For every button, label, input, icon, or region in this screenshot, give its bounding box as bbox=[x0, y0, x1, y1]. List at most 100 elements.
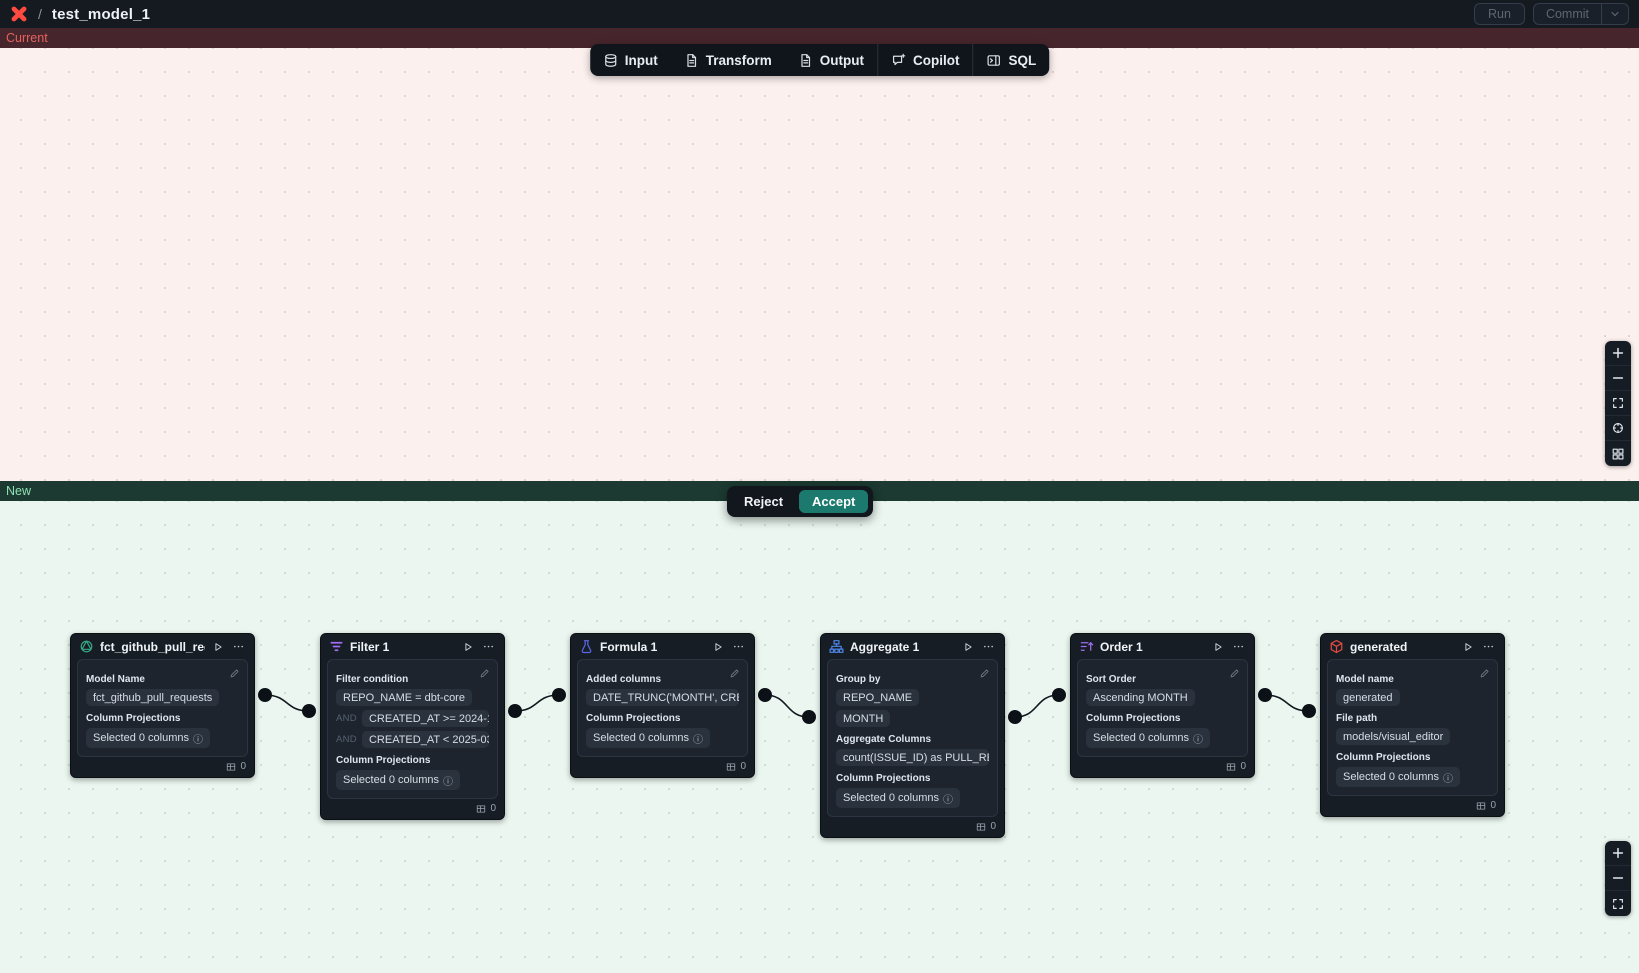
edit-pencil-icon[interactable] bbox=[1229, 666, 1240, 684]
edge bbox=[764, 694, 810, 718]
accept-button[interactable]: Accept bbox=[799, 490, 869, 513]
value-row: Ascending MONTH bbox=[1086, 689, 1239, 706]
grid-button[interactable] bbox=[1605, 441, 1631, 466]
fit-button[interactable] bbox=[1605, 891, 1631, 916]
app-header: / test_model_1 Run Commit bbox=[0, 0, 1639, 28]
node-menu-button[interactable] bbox=[981, 640, 996, 653]
toolbar-item-transform[interactable]: Transform bbox=[671, 44, 785, 76]
value-chip: count(ISSUE_ID) as PULL_REQUEST_... bbox=[836, 749, 989, 766]
section-label: Group by bbox=[836, 674, 881, 685]
commit-button[interactable]: Commit bbox=[1534, 4, 1601, 24]
toolbar: Input Transform Output Copilot SQL bbox=[589, 44, 1050, 76]
value-chip: DATE_TRUNC('MONTH', CREATED_AT... bbox=[586, 689, 739, 706]
edit-pencil-icon[interactable] bbox=[979, 666, 990, 684]
node-run-button[interactable] bbox=[961, 641, 975, 653]
table-icon bbox=[726, 762, 736, 772]
plus-icon bbox=[1611, 346, 1625, 360]
database-icon bbox=[603, 53, 618, 68]
edge bbox=[264, 694, 310, 712]
info-icon[interactable]: ⓘ bbox=[1193, 734, 1203, 746]
node-menu-button[interactable] bbox=[731, 640, 746, 653]
input-port[interactable] bbox=[1302, 704, 1316, 718]
node-card-fct-github-pull-requests[interactable]: fct_github_pull_requests Model Namefct_g… bbox=[70, 633, 255, 778]
play-icon bbox=[962, 641, 974, 653]
current-zoom-controls bbox=[1605, 341, 1631, 466]
output-port[interactable] bbox=[508, 704, 522, 718]
value-chip: REPO_NAME = dbt-core bbox=[336, 689, 472, 706]
node-run-button[interactable] bbox=[211, 641, 225, 653]
node-menu-button[interactable] bbox=[481, 640, 496, 653]
toolbar-item-input[interactable]: Input bbox=[590, 44, 671, 76]
toolbar-item-sql[interactable]: SQL bbox=[974, 44, 1050, 76]
edit-pencil-icon[interactable] bbox=[729, 666, 740, 684]
ellipsis-icon bbox=[1232, 640, 1245, 653]
node-menu-button[interactable] bbox=[1231, 640, 1246, 653]
node-run-button[interactable] bbox=[461, 641, 475, 653]
commit-dropdown-button[interactable] bbox=[1601, 4, 1628, 24]
edit-pencil-icon[interactable] bbox=[1479, 666, 1490, 684]
minus-button[interactable] bbox=[1605, 866, 1631, 891]
value-row: DATE_TRUNC('MONTH', CREATED_AT... bbox=[586, 689, 739, 706]
copilot-icon bbox=[891, 53, 906, 68]
node-footer: 0 bbox=[1071, 757, 1254, 777]
value-row: REPO_NAME bbox=[836, 689, 989, 706]
compass-button[interactable] bbox=[1605, 416, 1631, 441]
info-icon[interactable]: ⓘ bbox=[943, 794, 953, 806]
node-run-button[interactable] bbox=[1211, 641, 1225, 653]
current-canvas[interactable]: Input Transform Output Copilot SQL bbox=[0, 44, 1639, 481]
output-port[interactable] bbox=[1258, 688, 1272, 702]
input-port[interactable] bbox=[302, 704, 316, 718]
edit-pencil-icon[interactable] bbox=[479, 666, 490, 684]
output-port[interactable] bbox=[258, 688, 272, 702]
minus-button[interactable] bbox=[1605, 366, 1631, 391]
run-button[interactable]: Run bbox=[1474, 3, 1525, 25]
output-port[interactable] bbox=[758, 688, 772, 702]
value-row: generated bbox=[1336, 689, 1489, 706]
output-port[interactable] bbox=[1008, 710, 1022, 724]
input-port[interactable] bbox=[1052, 688, 1066, 702]
input-port[interactable] bbox=[552, 688, 566, 702]
node-header: Filter 1 bbox=[321, 634, 504, 658]
play-icon bbox=[462, 641, 474, 653]
info-icon[interactable]: ⓘ bbox=[1443, 773, 1453, 785]
info-icon[interactable]: ⓘ bbox=[693, 734, 703, 746]
node-menu-button[interactable] bbox=[1481, 640, 1496, 653]
dbt-logo-icon[interactable] bbox=[10, 5, 28, 23]
plus-button[interactable] bbox=[1605, 841, 1631, 866]
pencil-icon bbox=[229, 668, 240, 679]
plus-button[interactable] bbox=[1605, 341, 1631, 366]
section-label: Column Projections bbox=[586, 713, 681, 724]
input-port[interactable] bbox=[802, 710, 816, 724]
node-run-button[interactable] bbox=[1461, 641, 1475, 653]
toolbar-item-copilot[interactable]: Copilot bbox=[878, 44, 973, 76]
fit-button[interactable] bbox=[1605, 391, 1631, 416]
node-menu-button[interactable] bbox=[231, 640, 246, 653]
node-run-button[interactable] bbox=[711, 641, 725, 653]
info-icon[interactable]: ⓘ bbox=[193, 734, 203, 746]
edit-pencil-icon[interactable] bbox=[229, 666, 240, 684]
value-row: models/visual_editor bbox=[1336, 728, 1489, 745]
fit-icon bbox=[1611, 897, 1625, 911]
toolbar-divider bbox=[972, 44, 974, 76]
review-panel: Reject Accept bbox=[727, 486, 874, 517]
toolbar-item-output[interactable]: Output bbox=[785, 44, 877, 76]
info-icon[interactable]: ⓘ bbox=[443, 776, 453, 788]
new-canvas[interactable]: Reject Accept fct_github_pull_requests M… bbox=[0, 486, 1639, 973]
reject-button[interactable]: Reject bbox=[732, 490, 795, 513]
